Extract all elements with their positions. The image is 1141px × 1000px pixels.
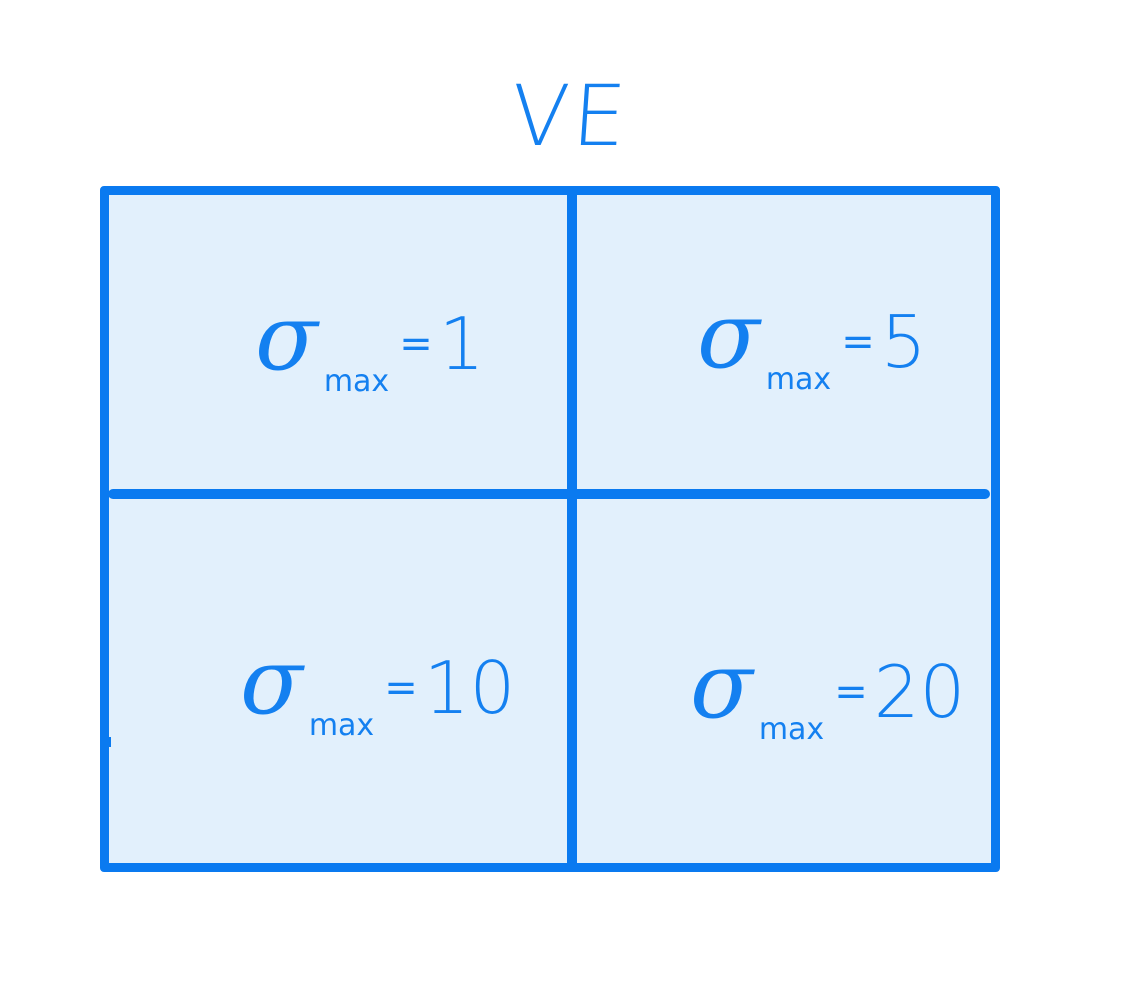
subscript-max: max — [323, 364, 390, 399]
horizontal-divider — [108, 489, 990, 499]
cell-top-left-label: σ max = 1 — [255, 284, 485, 400]
equals-sign: = — [834, 669, 868, 715]
cell-value: 5 — [880, 300, 927, 384]
vertical-divider — [567, 190, 577, 868]
cell-value: 1 — [438, 302, 485, 386]
equals-sign: = — [841, 319, 875, 365]
cell-bottom-right-label: σ max = 20 — [690, 632, 966, 748]
cell-top-right-label: σ max = 5 — [697, 282, 927, 398]
cell-value: 20 — [873, 650, 966, 734]
subscript-max: max — [308, 708, 375, 743]
sigma-symbol: σ — [255, 284, 318, 391]
cell-bottom-left-label: σ max = 10 — [240, 628, 516, 744]
stray-mark — [105, 737, 111, 747]
sigma-symbol: σ — [690, 632, 753, 739]
subscript-max: max — [758, 712, 825, 747]
subscript-max: max — [765, 362, 832, 397]
sigma-symbol: σ — [240, 628, 303, 735]
sigma-symbol: σ — [697, 282, 760, 389]
diagram-title: VE — [507, 67, 634, 165]
cell-value: 10 — [423, 646, 516, 730]
equals-sign: = — [384, 665, 418, 711]
grid-frame — [100, 186, 1000, 872]
equals-sign: = — [399, 321, 433, 367]
